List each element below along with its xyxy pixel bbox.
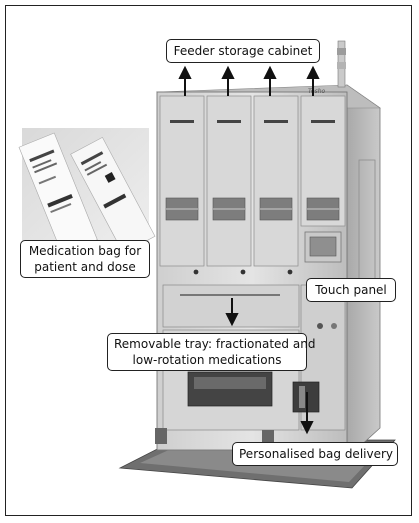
svg-text:Tosho: Tosho (308, 88, 326, 95)
bag-delivery-label: Personalised bag delivery (232, 442, 398, 466)
tray-arrow (225, 298, 239, 327)
touch-label-text: Touch panel (315, 283, 387, 297)
touch-panel-label: Touch panel (306, 278, 396, 302)
removable-tray-label: Removable tray: fractionated and low-rot… (107, 333, 316, 371)
feeder-doors (159, 95, 346, 275)
delivery-arrow (300, 392, 314, 435)
bag-label-line1: Medication bag for (28, 244, 142, 258)
tray-label-line1: Removable tray: fractionated and (114, 337, 316, 351)
touch-panel-screen (304, 231, 342, 263)
feeder-storage-cabinet-label: Feeder storage cabinet (166, 39, 320, 63)
feeder-label-text: Feeder storage cabinet (173, 44, 313, 58)
medication-bag-label: Medication bag for patient and dose (20, 240, 150, 278)
medication-bag-photo (18, 128, 156, 255)
delivery-label-text: Personalised bag delivery (239, 447, 394, 461)
bag-label-line2: patient and dose (34, 260, 136, 274)
tray-label-line2: low-rotation medications (132, 353, 282, 367)
feeder-arrows (178, 65, 320, 96)
